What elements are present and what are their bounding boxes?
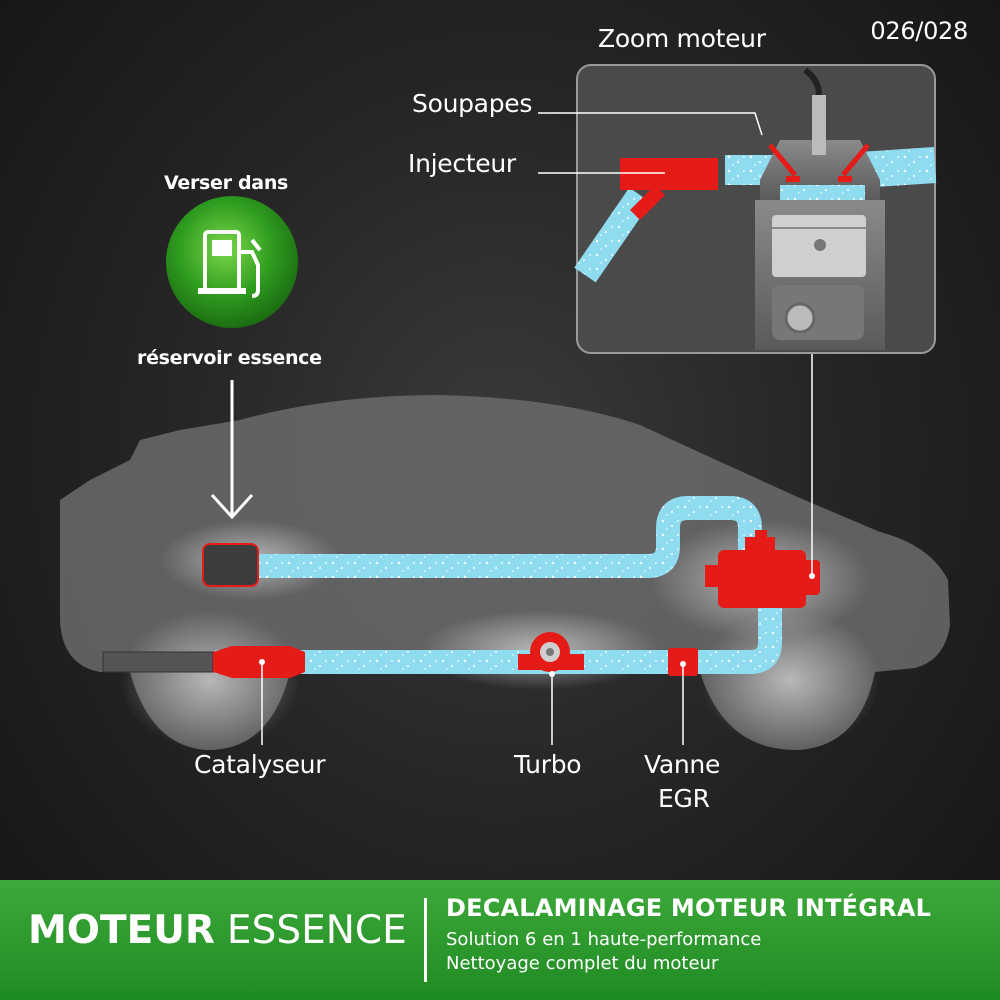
catalyseur-label: Catalyseur [194, 750, 326, 779]
vanne-egr-part [668, 648, 698, 676]
diagram-graphics [60, 64, 950, 751]
exhaust-line [215, 600, 782, 674]
product-name-light: ESSENCE [226, 908, 407, 953]
fuel-pump-icon [166, 196, 298, 328]
turbo-label: Turbo [514, 750, 582, 779]
pour-line2: réservoir essence [137, 347, 322, 369]
banner-subtitle-1: Solution 6 en 1 haute-performance [446, 929, 762, 950]
banner-title: DECALAMINAGE MOTEUR INTÉGRAL [446, 894, 932, 922]
zoom-title: Zoom moteur [598, 24, 766, 53]
front-wheel-glow [700, 610, 880, 750]
catalyseur-part [213, 646, 305, 678]
rear-wheel-glow [120, 610, 300, 750]
slide-counter: 026/028 [870, 17, 968, 45]
tailpipe [102, 651, 214, 673]
product-name-bold: MOTEUR [28, 908, 215, 953]
fuel-tank [202, 543, 259, 587]
turbo-part [518, 632, 584, 677]
fuel-line [255, 496, 762, 578]
banner-subtitle-2: Nettoyage complet du moteur [446, 953, 719, 974]
soupapes-label: Soupapes [412, 89, 533, 118]
pour-arrow [210, 380, 254, 520]
soupapes-leader [538, 112, 763, 136]
banner-divider [424, 898, 427, 982]
injecteur-label: Injecteur [408, 149, 516, 178]
zoom-box [574, 64, 937, 354]
pour-line1: Verser dans [164, 172, 289, 194]
egr-label: EGR [658, 784, 710, 813]
vanne-label: Vanne [644, 750, 721, 779]
engine-block [705, 530, 820, 608]
banner-description: DECALAMINAGE MOTEUR INTÉGRAL Solution 6 … [446, 894, 931, 976]
